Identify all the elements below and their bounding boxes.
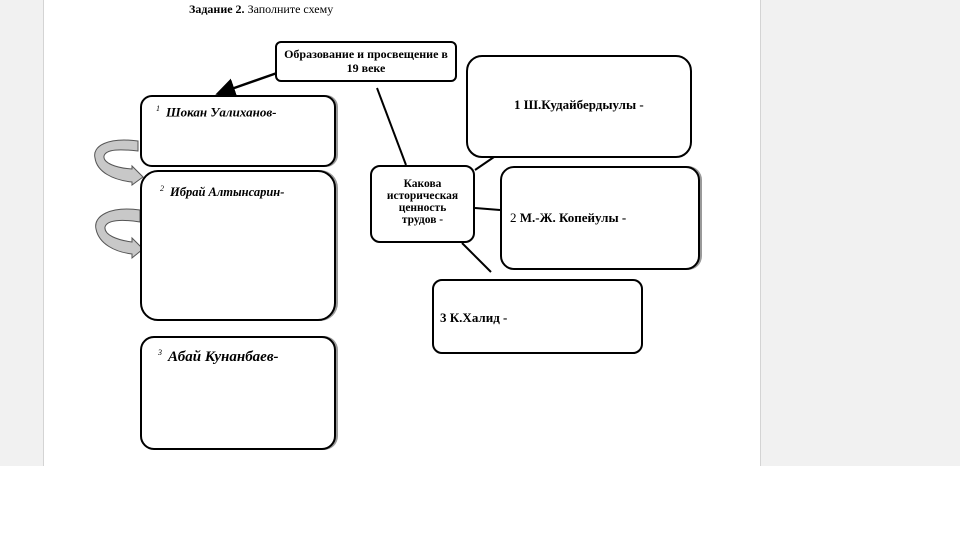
- center-line: трудов -: [401, 214, 444, 226]
- answer-box-label: 2 М.-Ж. Копейулы -: [510, 210, 626, 226]
- answer-box-abai[interactable]: 3 Абай Кунанбаев-: [140, 336, 336, 450]
- answer-box-label: 2 Ибрай Алтынсарин-: [160, 184, 284, 200]
- center-question-box: Какова историческая ценность трудов -: [370, 165, 475, 243]
- diagram-title: Образование и просвещение в 19 веке: [284, 47, 448, 75]
- box-number: 1: [514, 97, 521, 112]
- arrow-title-to-left: [215, 71, 278, 98]
- person-name: Абай Кунанбаев-: [168, 349, 279, 365]
- center-line: ценность: [398, 202, 447, 214]
- center-line: Какова: [403, 178, 442, 190]
- person-name: М.-Ж. Копейулы -: [519, 210, 627, 225]
- box-number: 3: [158, 348, 162, 357]
- person-name: Ш.Кудайбердыулы -: [523, 97, 644, 112]
- person-name: Шокан Уалиханов-: [166, 104, 277, 120]
- empty-area: [0, 466, 960, 540]
- answer-box-label: 1 Шокан Уалиханов-: [156, 104, 277, 120]
- box-number: 3: [440, 310, 447, 325]
- line-center-to-right-1: [474, 156, 495, 171]
- line-title-to-center: [376, 87, 407, 166]
- center-line: историческая: [386, 190, 459, 202]
- answer-box-label: 3 К.Халид -: [440, 310, 507, 326]
- answer-box-valikhanov[interactable]: 1 Шокан Уалиханов-: [140, 95, 336, 167]
- answer-box-altynsarin[interactable]: 2 Ибрай Алтынсарин-: [140, 170, 336, 321]
- curved-arrow-icon: [95, 208, 144, 260]
- curved-arrow-icon: [94, 139, 144, 186]
- answer-box-label: 3 Абай Кунанбаев-: [158, 348, 279, 366]
- person-name: Ибрай Алтынсарин-: [170, 185, 285, 200]
- box-number: 1: [156, 104, 160, 113]
- line-center-to-right-3: [461, 242, 492, 273]
- person-name: К.Халид -: [449, 310, 508, 325]
- task-label: Задание 2.: [189, 2, 245, 16]
- answer-box-khalid[interactable]: 3 К.Халид -: [432, 279, 643, 354]
- diagram-title-box: Образование и просвещение в 19 веке: [275, 41, 457, 82]
- answer-box-label: 1 Ш.Кудайбердыулы -: [514, 97, 644, 113]
- box-number: 2: [160, 184, 164, 193]
- line-center-to-right-2: [474, 207, 501, 211]
- task-instruction: Заполните схему: [247, 2, 334, 16]
- task-heading: Задание 2. Заполните схему: [189, 2, 333, 17]
- answer-box-kudaiberdyuly[interactable]: 1 Ш.Кудайбердыулы -: [466, 55, 692, 158]
- answer-box-kopeiuly[interactable]: 2 М.-Ж. Копейулы -: [500, 166, 700, 270]
- box-number: 2: [510, 210, 517, 225]
